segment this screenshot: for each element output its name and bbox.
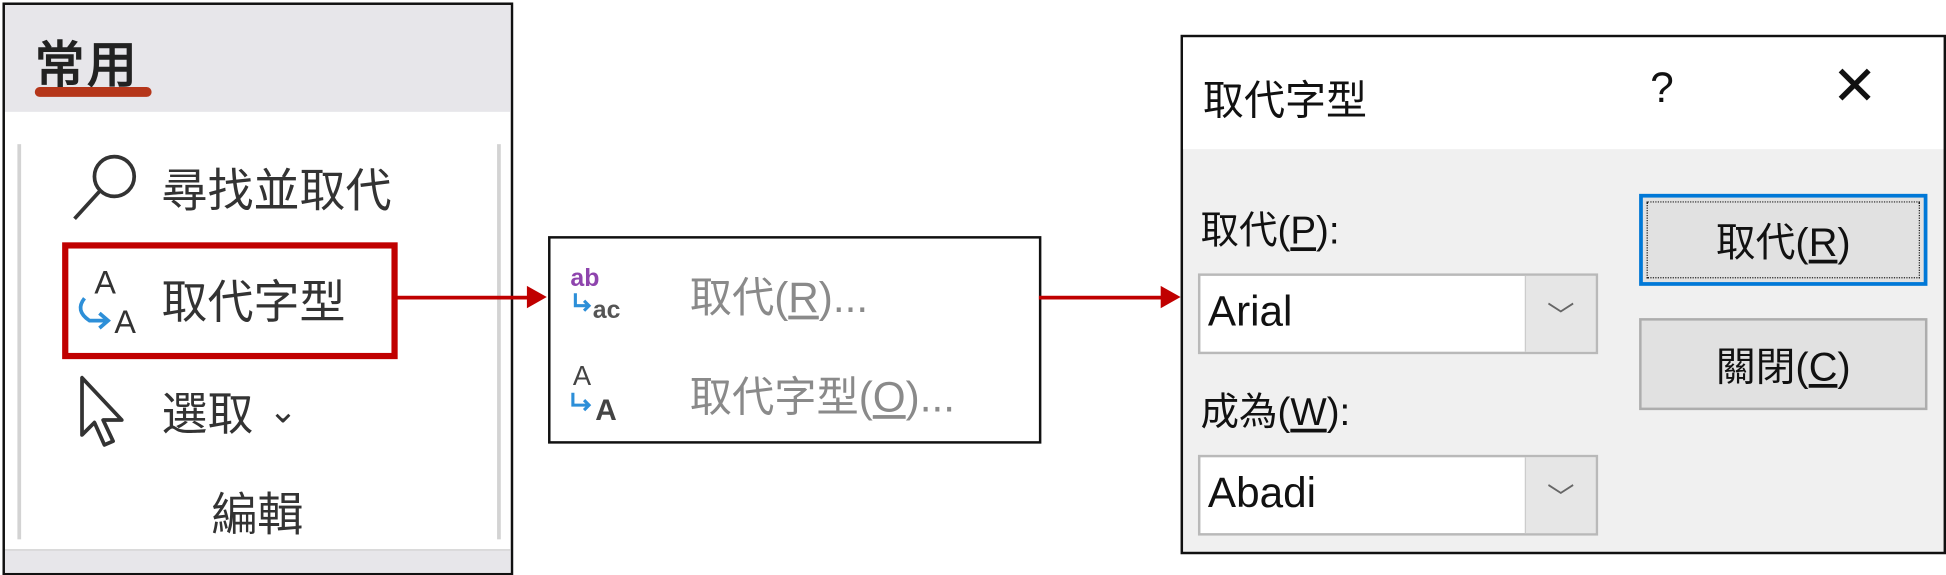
ribbon-bottom-edge	[4, 549, 511, 573]
close-button[interactable]: 關閉(C)	[1639, 318, 1928, 411]
replace-font-dialog: 取代字型 ? ✕ 取代(P): Arial ﹀ 成為(W): Abadi ﹀ 取…	[1180, 34, 1946, 555]
menu-item-replace[interactable]: ab ac 取代(R)...	[565, 256, 868, 331]
replace-text-icon: ab ac	[565, 256, 640, 331]
replace-fonts-label: 取代字型	[161, 277, 346, 329]
tab-home[interactable]: 常用	[34, 38, 140, 94]
replace-font-value: Arial	[1207, 288, 1293, 336]
highlight-box	[62, 242, 398, 360]
chevron-down-icon: ⌄	[268, 390, 298, 430]
find-replace-button[interactable]: 尋找並取代	[67, 149, 391, 224]
flow-arrow	[1038, 285, 1181, 309]
flow-arrow	[395, 285, 547, 309]
with-font-combobox[interactable]: Abadi ﹀	[1197, 454, 1599, 536]
close-icon[interactable]: ✕	[1831, 55, 1878, 117]
menu-item-replace-label: 取代(R)...	[689, 274, 869, 322]
chevron-down-icon[interactable]: ﹀	[1524, 457, 1596, 534]
svg-text:A: A	[573, 360, 592, 391]
select-button[interactable]: 選取 ⌄	[67, 373, 298, 448]
dialog-titlebar	[1183, 37, 1944, 150]
cursor-icon	[67, 373, 149, 448]
svg-text:A: A	[94, 264, 116, 300]
replace-label: 取代(P):	[1200, 208, 1340, 253]
svg-text:ab: ab	[570, 265, 599, 292]
help-button[interactable]: ?	[1650, 64, 1674, 112]
group-divider	[497, 144, 501, 540]
svg-text:ac: ac	[593, 297, 621, 324]
dialog-title: 取代字型	[1202, 77, 1367, 124]
svg-text:A: A	[595, 394, 617, 427]
find-replace-label: 尋找並取代	[161, 165, 392, 217]
replace-font-combobox[interactable]: Arial ﹀	[1197, 273, 1599, 355]
replace-button[interactable]: 取代(R)	[1639, 193, 1928, 286]
group-label-editing: 編輯	[211, 489, 304, 541]
menu-item-replace-fonts-label: 取代字型(O)...	[689, 373, 955, 421]
svg-text:A: A	[114, 304, 136, 338]
search-icon	[67, 149, 149, 224]
close-button-label: 關閉(C)	[1715, 344, 1851, 389]
chevron-down-icon[interactable]: ﹀	[1524, 275, 1596, 352]
active-tab-indicator	[34, 86, 152, 97]
with-label: 成為(W):	[1200, 390, 1351, 434]
select-label: 選取	[161, 388, 254, 440]
with-font-value: Abadi	[1207, 469, 1316, 517]
group-divider	[17, 144, 22, 540]
focus-rect	[1646, 201, 1920, 279]
replace-button-label: 取代(R)	[1715, 219, 1851, 265]
